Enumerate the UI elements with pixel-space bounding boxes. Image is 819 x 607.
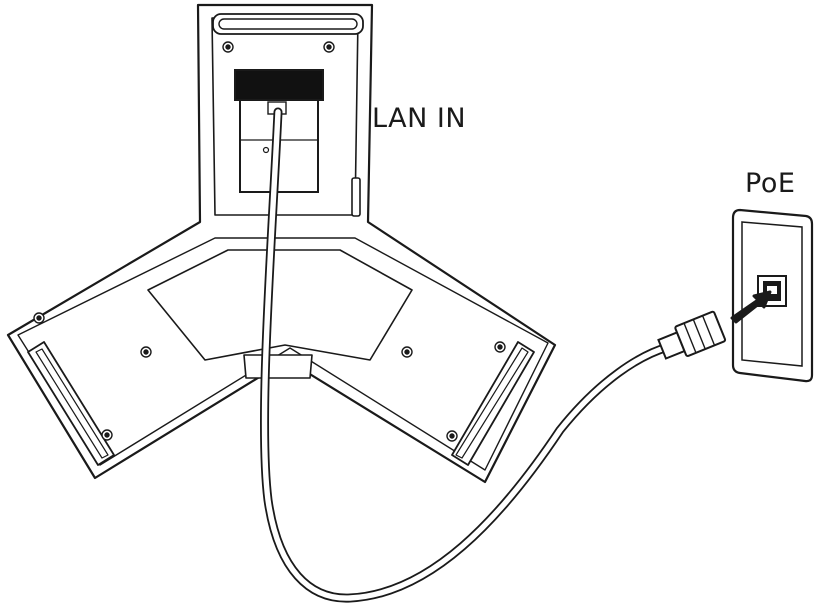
cable-notch — [243, 354, 313, 379]
insert-arrow-icon — [730, 290, 772, 324]
label-plate — [147, 249, 413, 361]
screw-icon — [140, 346, 152, 358]
cable-inner — [261, 109, 671, 601]
screw-icon — [446, 430, 458, 442]
screw-icon — [401, 346, 413, 358]
rj45-plug — [657, 310, 727, 360]
screw-icon — [494, 341, 506, 353]
screw-icon — [101, 429, 113, 441]
lan-in-label: LAN IN — [372, 103, 466, 134]
right-slot — [451, 341, 535, 466]
screw-icon — [323, 41, 335, 53]
conference-phone — [6, 3, 557, 484]
poe-label: PoE — [745, 168, 795, 199]
side-switch — [351, 177, 361, 217]
ethernet-cable — [260, 107, 673, 603]
left-slot — [27, 341, 115, 466]
screw-icon — [222, 41, 234, 53]
screws — [33, 41, 506, 442]
screw-icon — [33, 312, 45, 324]
poe-wall-outlet — [731, 208, 814, 383]
